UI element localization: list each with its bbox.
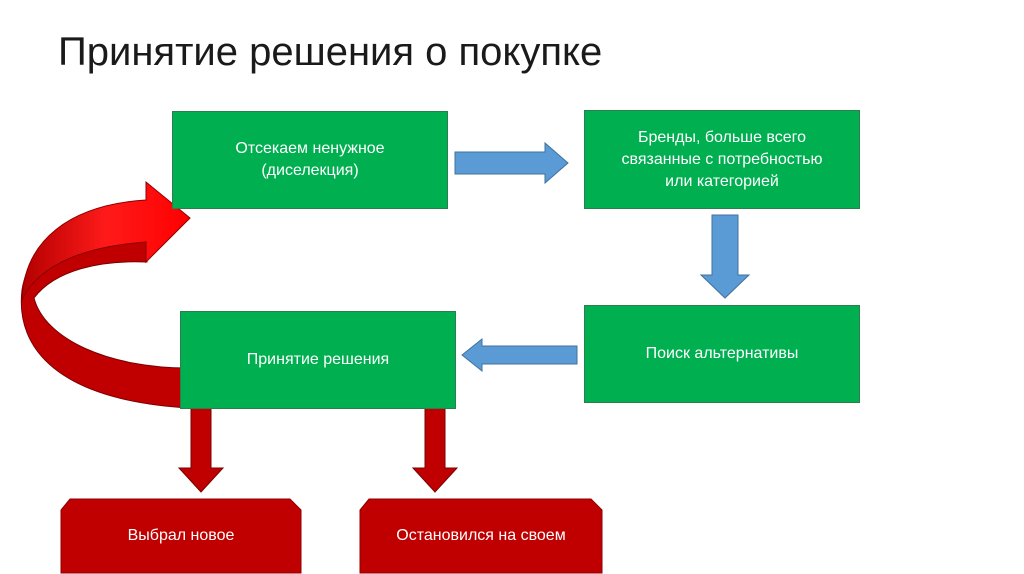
node-brands: Бренды, больше всего связанные с потребн…	[584, 110, 860, 209]
arrow-decision-to-new	[177, 407, 225, 493]
arrow-decision-to-stay	[411, 407, 459, 493]
node-new-choice-label: Выбрал новое	[127, 527, 235, 544]
node-decision-label: Принятие решения	[246, 351, 390, 368]
node-brands-label: Бренды, больше всего связанные с потребн…	[621, 128, 823, 190]
node-filter-label: Отсекаем ненужное (диселекция)	[235, 140, 385, 179]
node-stay: Остановился на своем	[359, 498, 603, 574]
arrow-search-to-decision	[461, 337, 578, 373]
node-search-label: Поиск альтернативы	[645, 345, 799, 362]
node-filter: Отсекаем ненужное (диселекция)	[172, 111, 448, 209]
node-stay-label: Остановился на своем	[396, 527, 566, 544]
node-new-choice-shape	[60, 498, 302, 574]
arrow-filter-to-brands	[454, 141, 569, 185]
page-title: Принятие решения о покупке	[58, 30, 603, 74]
node-stay-shape	[359, 498, 603, 574]
node-new-choice: Выбрал новое	[60, 498, 302, 574]
arrow-brands-to-search	[699, 214, 751, 299]
node-decision: Принятие решения	[180, 311, 456, 409]
node-search: Поиск альтернативы	[584, 305, 860, 403]
loop-arrow	[21, 180, 191, 301]
